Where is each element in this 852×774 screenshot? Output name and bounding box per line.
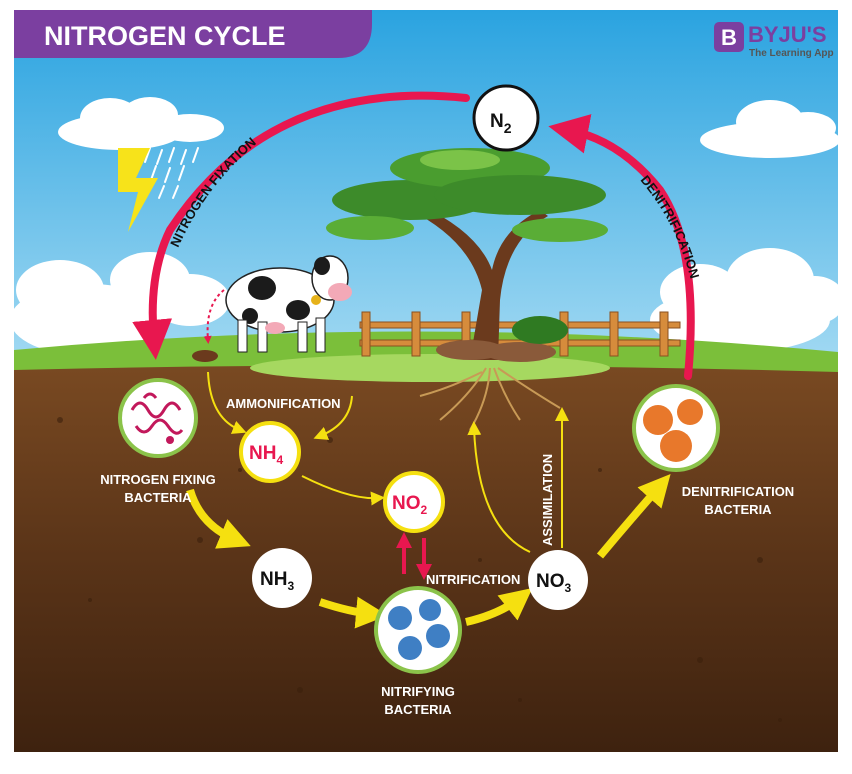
nh3-to-nitrifying-arrow xyxy=(318,596,388,629)
tree xyxy=(326,148,608,362)
denitrification-bacteria-label-line2: BACTERIA xyxy=(704,502,772,517)
brand-logo-letter: B xyxy=(721,25,737,50)
cloud-left-bottom xyxy=(10,252,230,356)
cloud-right-bottom xyxy=(650,248,845,352)
no3-label: NO3 xyxy=(536,571,572,595)
nitrifying-bacteria-label-line1: NITRIFYING xyxy=(381,684,455,699)
no2-node: NO2 xyxy=(383,471,445,533)
assimilation-label: ASSIMILATION xyxy=(540,454,555,546)
nh4-to-no2-arrow xyxy=(301,475,385,506)
n2-label: N2 xyxy=(490,111,512,136)
brand-tagline: The Learning App xyxy=(749,48,834,59)
cloud-right-top xyxy=(700,100,840,158)
denitrification-bacteria-label-line1: DENITRIFICATION xyxy=(682,484,794,499)
nitrogen-fixing-bacteria-label-line2: BACTERIA xyxy=(124,490,192,505)
ammonification-arrow-left xyxy=(207,371,247,434)
nh3-node: NH3 xyxy=(252,548,312,608)
nitrogen-fixation-arrow xyxy=(132,91,470,360)
brand-name: BYJU'S xyxy=(748,22,827,47)
soil-specks xyxy=(57,417,782,722)
no3-node: NO3 xyxy=(528,550,588,610)
no2-label: NO2 xyxy=(392,493,428,517)
cow xyxy=(225,255,352,353)
nitrification-label: NITRIFICATION xyxy=(426,572,520,587)
nitrifying-to-no3-arrow xyxy=(465,588,533,626)
rain-icon xyxy=(144,147,199,199)
nh3-label: NH3 xyxy=(260,569,294,593)
nitrogen-fixing-bacteria-label-line1: NITROGEN FIXING xyxy=(100,472,216,487)
page-title: NITROGEN CYCLE xyxy=(44,21,286,51)
lightning-icon xyxy=(118,148,158,232)
denitrification-arrow xyxy=(548,114,695,380)
n2-node: N2 xyxy=(472,84,540,152)
title-band xyxy=(14,10,372,58)
dung-drop-arrow xyxy=(203,289,225,344)
ammonification-label: AMMONIFICATION xyxy=(226,396,341,411)
denitrification-bacteria-icon xyxy=(632,384,720,472)
nh4-label: NH4 xyxy=(249,443,283,467)
no3-to-denitrification-arrow xyxy=(596,474,671,559)
brand-logo-mark xyxy=(714,22,744,52)
nh4-node: NH4 xyxy=(239,421,301,483)
nitrifying-bacteria-label-line2: BACTERIA xyxy=(384,702,452,717)
nitrifying-bacteria-icon xyxy=(374,586,462,674)
assimilation-arrow-left xyxy=(467,421,531,553)
cloud-left-top xyxy=(58,97,224,150)
tree-roots xyxy=(419,367,561,431)
brand-logo: B BYJU'S The Learning App xyxy=(714,22,834,59)
ammonification-arrow-right xyxy=(313,395,353,440)
cow-dung xyxy=(192,350,218,362)
fixing-to-nh3-arrow xyxy=(186,488,251,549)
nitrogen-fixing-bacteria-icon xyxy=(118,378,198,458)
grass-patch xyxy=(250,354,610,382)
